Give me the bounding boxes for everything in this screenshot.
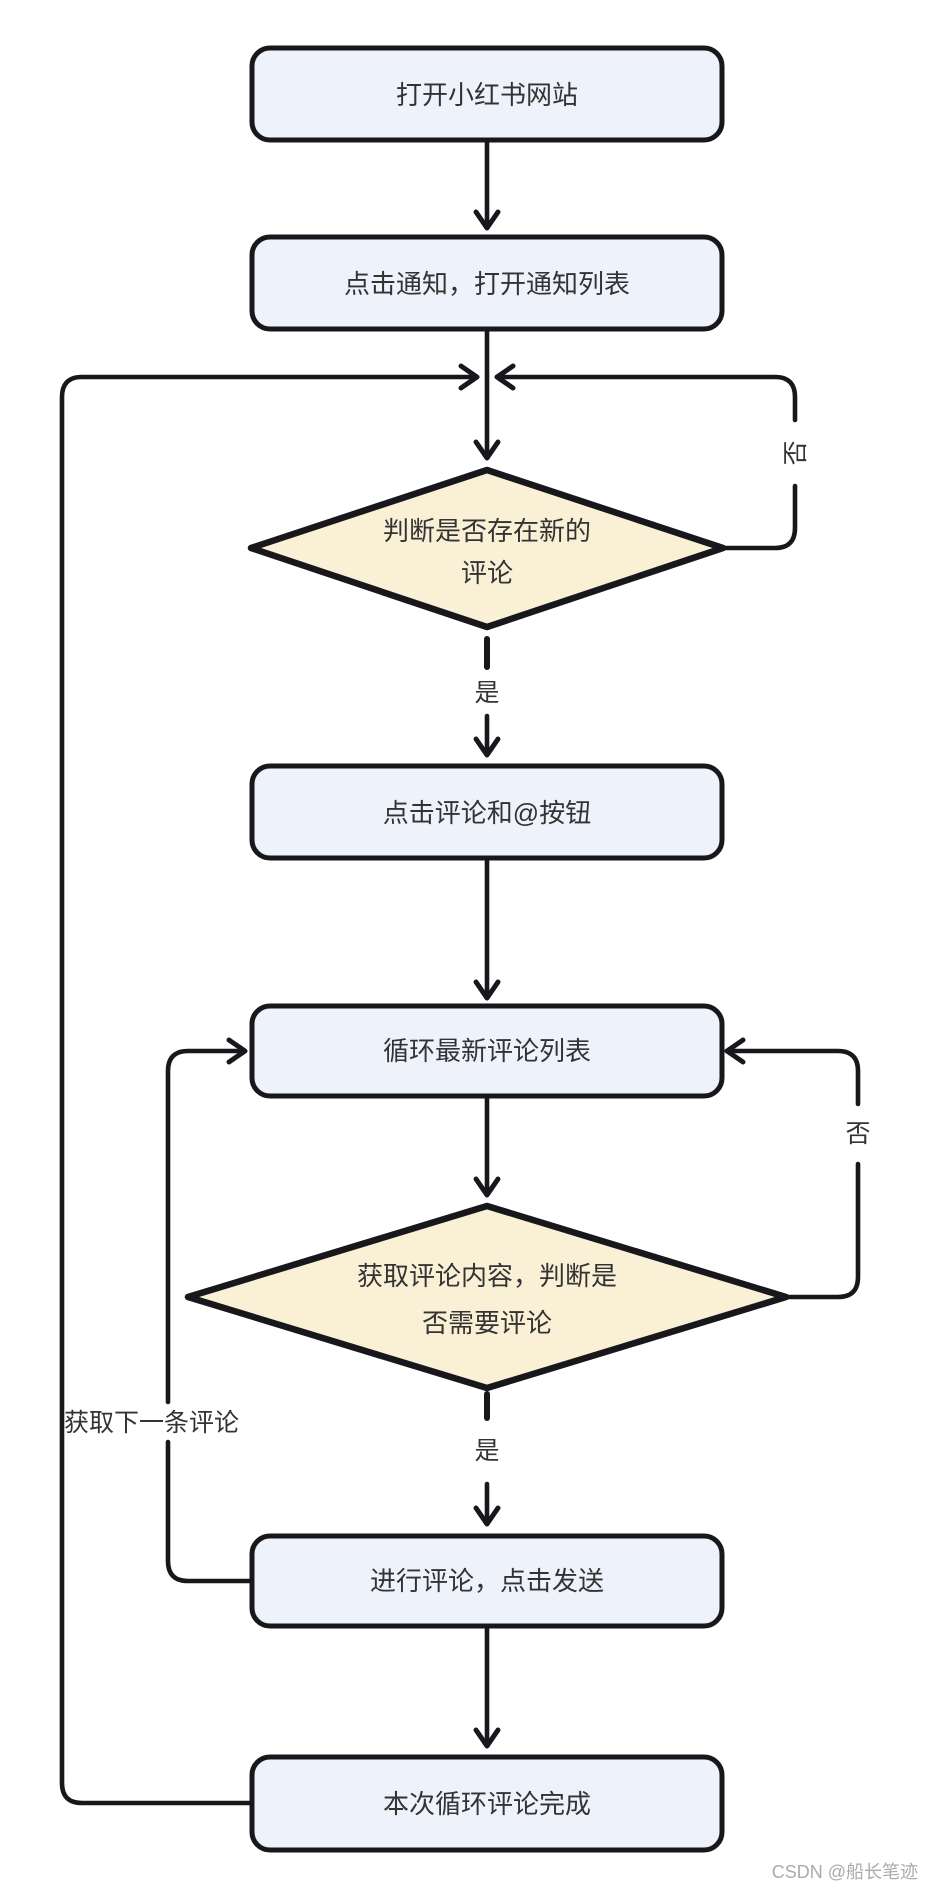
node-post-comment: 进行评论，点击发送 <box>249 1533 725 1629</box>
edge-inner-loop-segment-b <box>165 1037 248 1405</box>
node-check-new-comments-line1: 判断是否存在新的 <box>383 516 591 546</box>
edge-decision2-no-segment-b <box>724 1037 861 1107</box>
node-loop-comment-list: 循环最新评论列表 <box>249 1003 725 1099</box>
edge-inner-loop-segment-a <box>165 1439 255 1584</box>
nodes: 打开小红书网站 点击通知，打开通知列表 判断是否存在新的 评论 点击评论和@按钮 <box>184 45 790 1853</box>
node-loop-done-box <box>249 1754 725 1853</box>
node-check-new-comments-diamond <box>247 466 727 631</box>
watermark-text: CSDN @船长笔迹 <box>772 1862 918 1882</box>
label-no-2: 否 <box>845 1120 870 1148</box>
node-check-need-reply-line1: 获取评论内容，判断是 <box>357 1261 617 1291</box>
label-yes-1: 是 <box>474 679 499 707</box>
node-loop-comment-list-box <box>249 1003 725 1099</box>
label-next-comment: 获取下一条评论 <box>64 1409 239 1437</box>
edges <box>59 137 861 1806</box>
node-post-comment-label: 进行评论，点击发送 <box>370 1566 604 1596</box>
edge-decision1-no-segment-b <box>494 363 798 423</box>
node-check-need-reply-line2: 否需要评论 <box>422 1308 552 1338</box>
node-post-comment-box <box>249 1533 725 1629</box>
edge-decision2-no-segment-a <box>783 1161 861 1300</box>
node-check-need-reply: 获取评论内容，判断是 否需要评论 <box>184 1202 790 1392</box>
node-open-site-box <box>249 45 725 143</box>
node-click-comment-at-box <box>249 763 725 861</box>
node-click-comment-at: 点击评论和@按钮 <box>249 763 725 861</box>
edge-outer-loop-back <box>59 363 480 1806</box>
node-open-notifications: 点击通知，打开通知列表 <box>249 234 725 332</box>
edge-decision1-no-segment-a <box>720 483 798 551</box>
node-open-site-label: 打开小红书网站 <box>396 80 578 110</box>
node-check-need-reply-diamond <box>184 1202 790 1392</box>
label-no-1: 否 <box>782 440 810 465</box>
node-open-notifications-box <box>249 234 725 332</box>
edge-labels: 是 否 是 否 获取下一条评论 <box>64 440 871 1465</box>
node-check-new-comments: 判断是否存在新的 评论 <box>247 466 727 631</box>
node-click-comment-at-label: 点击评论和@按钮 <box>383 798 591 828</box>
label-yes-2: 是 <box>474 1437 499 1465</box>
node-open-site: 打开小红书网站 <box>249 45 725 143</box>
node-check-new-comments-line2: 评论 <box>461 558 513 588</box>
node-open-notifications-label: 点击通知，打开通知列表 <box>344 269 630 299</box>
node-loop-done: 本次循环评论完成 <box>249 1754 725 1853</box>
node-loop-done-label: 本次循环评论完成 <box>383 1789 591 1819</box>
node-loop-comment-list-label: 循环最新评论列表 <box>383 1036 591 1066</box>
